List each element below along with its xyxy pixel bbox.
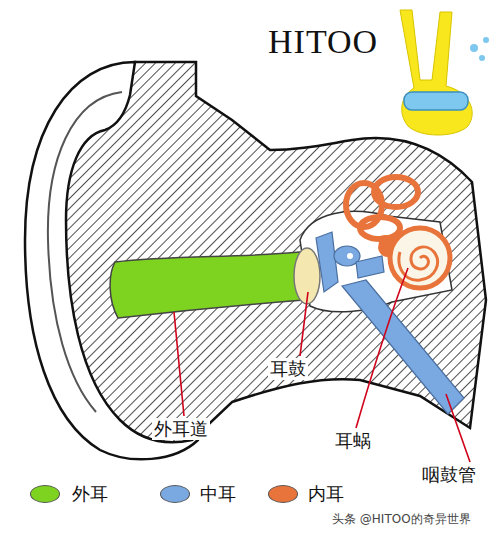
legend-swatch: [268, 485, 298, 503]
logo-text: HITOO: [268, 22, 378, 63]
part-label: 外耳道: [152, 418, 210, 440]
part-label: 耳蜗: [333, 430, 373, 452]
legend-label: 外耳: [72, 482, 108, 505]
legend-label: 中耳: [200, 482, 236, 505]
watermark: 头条 @HITOO的奇异世界: [332, 512, 471, 526]
bubble: [479, 55, 485, 61]
bubble: [470, 44, 478, 52]
rabbit-goggles: [404, 92, 468, 110]
ear-canal: [110, 252, 304, 318]
part-label: 耳鼓: [268, 358, 308, 380]
stapes: [356, 256, 384, 278]
bubble: [483, 37, 489, 43]
legend-label: 内耳: [308, 482, 344, 505]
leader-line: [356, 268, 408, 428]
rabbit-logo: [400, 10, 472, 135]
leader-line: [300, 292, 308, 356]
legend-swatch: [30, 485, 60, 503]
part-label: 咽鼓管: [420, 464, 478, 486]
cochlea: [390, 228, 450, 288]
leader-line: [174, 312, 184, 416]
ossicle-joint: [347, 253, 353, 259]
leader-line: [446, 394, 470, 462]
legend-swatch: [160, 485, 190, 503]
semicircular-canal: [360, 217, 400, 239]
eustachian-tube: [342, 280, 464, 414]
semicircular-canal: [374, 177, 418, 207]
malleus: [316, 232, 338, 292]
